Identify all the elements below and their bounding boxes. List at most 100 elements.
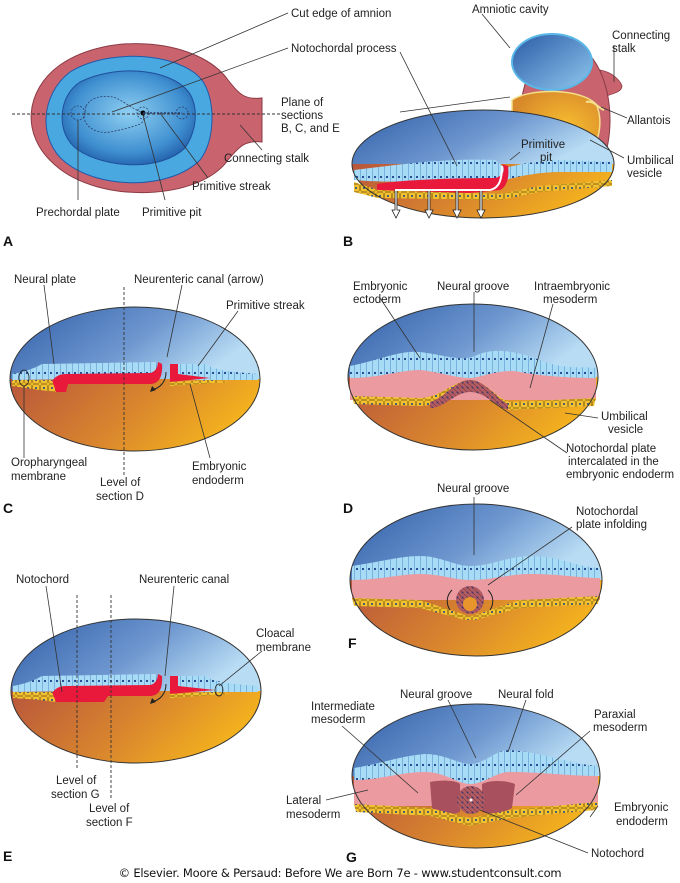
label-embryonic-endoderm-g-2: endoderm [616,816,668,828]
label-connecting-stalk: Connecting stalk [224,153,309,165]
label-umbilical-vesicle-b-1: Umbilical [627,155,674,167]
label-plane-of-sections-2: sections [281,110,323,122]
label-cloacal-membrane-2: membrane [256,642,311,654]
label-lateral-mesoderm-2: mesoderm [286,809,340,821]
amniotic-cavity [511,33,593,91]
notochordal-process-b [377,164,509,195]
ectoderm-layer-f [352,556,600,580]
label-notochordal-plate-d-2: intercalated in the [568,456,659,468]
label-lateral-mesoderm-1: Lateral [286,795,321,807]
primitive-streak-c [170,364,210,382]
label-prechordal-plate: Prechordal plate [36,207,120,219]
primitive-pit-arrows [391,165,503,219]
label-intermediate-mesoderm-1: Intermediate [311,701,375,713]
label-paraxial-mesoderm-2: mesoderm [593,722,647,734]
label-primitive-pit-b-1: Primitive [521,139,565,151]
section-b-ellipse [351,109,615,219]
label-neurenteric-canal-e: Neurenteric canal [139,574,229,586]
label-neural-groove-g: Neural groove [400,689,472,701]
label-plane-of-sections-1: Plane of [281,97,324,109]
label-notochordal-process: Notochordal process [291,43,397,55]
infolding-arrow-right [487,589,494,611]
label-intraembryonic-mesoderm-2: mesoderm [543,294,597,306]
label-oropharyngeal-membrane-2: membrane [11,471,66,483]
paraxial-mesoderm-right [482,781,515,814]
endoderm-layer-g [354,802,598,826]
paraxial-mesoderm-left [430,780,460,815]
notochord-e [52,674,163,702]
label-cloacal-membrane-1: Cloacal [256,628,294,640]
label-umbilical-vesicle-d-2: vesicle [608,424,643,436]
label-neural-fold: Neural fold [498,689,554,701]
panel-letter-b: B [343,233,353,249]
notochordal-process-c [52,362,163,392]
label-connecting-stalk-b-1: Connecting [612,30,670,42]
label-primitive-streak-c: Primitive streak [226,300,305,312]
endoderm-layer-b [354,180,612,200]
label-allantois: Allantois [627,115,671,127]
label-connecting-stalk-b-2: stalk [612,43,636,55]
label-intraembryonic-mesoderm-1: Intraembryonic [534,281,610,293]
label-neural-plate: Neural plate [14,274,76,286]
panel-f: Neural groove Notochordal plate infoldin… [348,483,647,657]
notochordal-plate-d [430,380,508,410]
label-notochordal-plate-d-3: embryonic endoderm [566,469,674,481]
label-level-of-section-f-1: Level of [89,803,130,815]
label-embryonic-endoderm-g-1: Embryonic [614,802,669,814]
label-umbilical-vesicle-b-2: vesicle [627,168,662,180]
label-level-of-section-d-2: section D [96,491,144,503]
label-umbilical-vesicle-d-1: Umbilical [601,411,648,423]
label-notochordal-plate-infolding-2: plate infolding [576,519,647,531]
label-primitive-pit: Primitive pit [142,207,202,219]
label-level-of-section-g-1: Level of [56,775,97,787]
embryonic-disc [61,70,196,166]
label-embryonic-endoderm-c-1: Embryonic [192,461,247,473]
endoderm-layer-f [352,596,600,620]
panel-letter-g: G [346,849,357,865]
cloacal-membrane [214,683,224,697]
ectoderm-layer-c-right [178,364,258,380]
primitive-pit-circle [136,106,150,120]
label-oropharyngeal-membrane-1: Oropharyngeal [11,457,87,469]
ectoderm-layer-g [354,750,598,784]
panel-g: Intermediate mesoderm Neural groove Neur… [286,689,669,865]
panel-letter-f: F [348,635,357,651]
infolding-arrow-left [446,589,453,611]
label-primitive-streak: Primitive streak [192,181,271,193]
label-level-of-section-g-2: section G [51,789,100,801]
label-neural-groove-f: Neural groove [437,483,509,495]
label-intermediate-mesoderm-2: mesoderm [311,714,365,726]
label-level-of-section-f-2: section F [86,817,133,829]
notochordal-process-outline [83,95,145,133]
endoderm-layer-e [13,692,56,702]
label-level-of-section-d-1: Level of [100,477,141,489]
copyright-credit: © Elsevier. Moore & Persaud: Before We a… [118,866,562,880]
label-notochord-e: Notochord [16,574,69,586]
panel-e: Notochord Neurenteric canal Cloacal memb… [3,574,311,864]
label-embryonic-endoderm-c-2: endoderm [192,475,244,487]
label-embryonic-ectoderm-1: Embryonic [353,281,408,293]
label-neural-groove-d: Neural groove [437,281,509,293]
panel-letter-a: A [3,233,13,249]
label-primitive-pit-b-2: pit [540,152,553,164]
label-amniotic-cavity: Amniotic cavity [472,4,549,16]
endoderm-layer-d [352,380,596,410]
panel-d: Embryonic ectoderm Neural groove Intraem… [343,281,674,516]
panel-letter-d: D [343,500,353,516]
label-cut-edge-of-amnion: Cut edge of amnion [291,8,391,20]
label-notochordal-plate-d-1: Notochordal plate [566,443,656,455]
label-notochordal-plate-infolding-1: Notochordal [576,506,638,518]
label-embryonic-ectoderm-2: ectoderm [353,294,401,306]
ectoderm-layer-b [354,159,612,182]
panel-c: Neural plate Neurenteric canal (arrow) P… [3,274,305,516]
label-plane-of-sections-3: B, C, and E [281,123,340,135]
panel-letter-e: E [3,848,12,864]
label-notochord-g: Notochord [591,848,644,860]
panel-b: Amniotic cavity Connecting stalk Allanto… [343,4,674,249]
label-paraxial-mesoderm-1: Paraxial [594,709,636,721]
label-neurenteric-canal-arrow: Neurenteric canal (arrow) [134,274,264,286]
panel-a: Cut edge of amnion Notochordal process P… [3,8,397,249]
allantois [585,100,605,111]
panel-letter-c: C [3,500,13,516]
